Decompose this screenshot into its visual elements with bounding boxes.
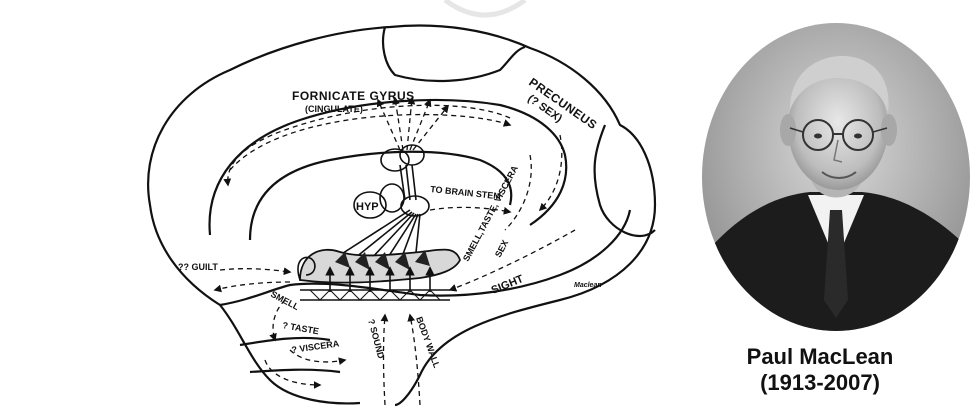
label-viscera: ? VISCERA <box>291 338 340 355</box>
portrait-photo <box>702 23 970 331</box>
portrait-name: Paul MacLean <box>746 344 894 369</box>
watermark-arc <box>443 0 527 18</box>
projection-fan-top <box>376 96 449 172</box>
brain-outline <box>147 24 657 407</box>
label-smell: SMELL <box>269 289 301 312</box>
label-guilt: ?? GUILT <box>178 262 218 272</box>
fornix-fibers <box>339 209 421 263</box>
label-hyp: HYP <box>356 201 379 213</box>
artist-signature: Maclean <box>574 282 602 289</box>
label-taste: ? TASTE <box>282 320 320 336</box>
label-sight: SIGHT <box>490 273 526 297</box>
label-to-brain-stem: TO BRAIN STEM <box>430 184 502 201</box>
limbic-system-diagram: FORNICATE GYRUS (CINGULATE) PRECUNEUS (?… <box>147 24 657 407</box>
portrait-years: (1913-2007) <box>760 370 880 395</box>
label-smell-taste-viscera: SMELL,TASTE, VISCERA <box>461 163 520 262</box>
label-cingulate: (CINGULATE) <box>305 104 363 114</box>
hippocampus-band <box>297 248 461 301</box>
hypothalamus-cluster <box>353 164 430 219</box>
label-sex: SEX <box>493 238 510 259</box>
label-fornicate-gyrus: FORNICATE GYRUS <box>292 89 415 103</box>
